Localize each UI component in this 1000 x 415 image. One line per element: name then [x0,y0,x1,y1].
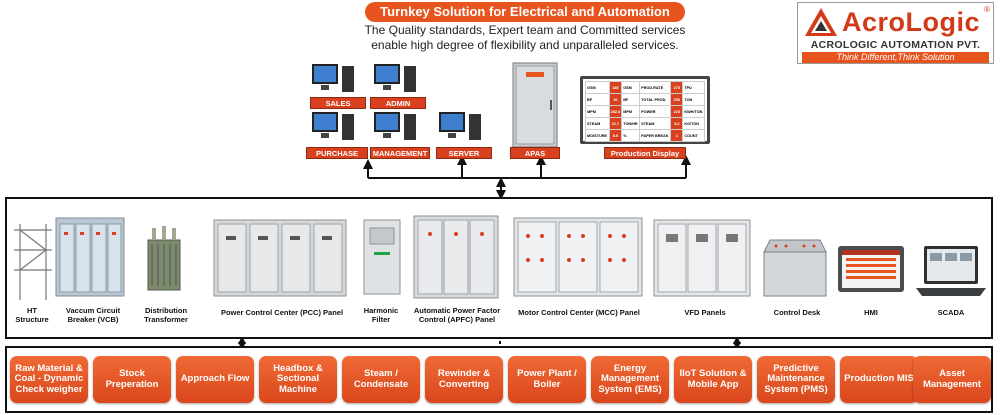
display-cell: TON [682,93,705,106]
control-desk-icon [763,239,827,297]
display-cell: 275 [670,81,684,94]
sales-tag: SALES [310,97,366,109]
vfd-panels-icon [653,219,751,297]
tagline-line-2: enable high degree of flexibility and un… [371,38,679,52]
solution-steam-condensate-button[interactable]: Steam / Condensate [342,356,420,403]
purchase-computer-icon [312,112,354,140]
pcc-panel-icon [213,219,347,297]
logo-slogan: Think Different,Think Solution [802,52,989,63]
solution-pms-button[interactable]: Predictive Maintenance System (PMS) [757,356,835,403]
scada-label: SCADA [937,308,965,317]
acrologic-logo: AcroLogic ® ACROLOGIC AUTOMATION PVT. LT… [797,2,994,64]
display-cell: % [621,129,641,142]
logo-registered-mark: ® [984,5,990,14]
tagline: The Quality standards, Expert team and C… [362,23,688,53]
transformer-icon [147,226,181,291]
display-cell: 223 [670,105,684,118]
vfd-label: VFD Panels [684,308,726,317]
display-cell: MPM [585,105,610,118]
production-display-tag: Production Display [604,147,686,159]
purchase-tag: PURCHASE [306,147,368,159]
display-cell: GSM [621,81,641,94]
display-cell: TON/HR [621,117,641,130]
display-cell: TPD [682,81,705,94]
harmonic-filter-icon [363,219,401,295]
solution-raw-material-button[interactable]: Raw Material & Coal - Dynamic Check weig… [10,356,88,403]
title-banner: Turnkey Solution for Electrical and Auto… [365,2,685,39]
display-cell: PAPER BREAK [639,129,672,142]
display-cell: POWER [639,105,672,118]
scada-laptop-icon [916,246,986,296]
display-cell: 21.7 [608,117,623,130]
display-cell: STEAM [585,117,610,130]
admin-tag: ADMIN [370,97,426,109]
triangle-logo-icon [805,8,837,36]
apfc-label: Automatic Power Factor Control (APFC) Pa… [413,306,501,324]
apas-cabinet-icon [512,62,558,148]
display-cell: MOISTURE [585,129,610,142]
display-cell: 250 [670,93,684,106]
sales-computer-icon [312,64,354,92]
display-cell: 282.5 [608,105,623,118]
mcc-panel-icon [513,217,643,297]
display-cell: 8.0 [608,129,623,142]
vcb-panel-icon [55,217,125,297]
solution-rewinder-button[interactable]: Rewinder & Converting [425,356,503,403]
display-cell: BF [621,93,641,106]
control-desk-label: Control Desk [773,308,821,317]
management-tag: MANAGEMENT [370,147,430,159]
display-cell: KWH/TON [682,105,705,118]
display-cell: BF [585,93,610,106]
display-cell: KG/TON [682,117,705,130]
tagline-line-1: The Quality standards, Expert team and C… [364,23,686,37]
solution-power-plant-button[interactable]: Power Plant / Boiler [508,356,586,403]
logo-brand: AcroLogic [842,7,981,37]
display-cell: MPM [621,105,641,118]
apas-tag: APAS [510,147,560,159]
display-cell: TOTAL PROD. [639,93,672,106]
display-cell: 20 [608,93,623,106]
server-computer-icon [439,112,481,140]
display-cell: COUNT [682,129,705,142]
ht-structure-icon [14,224,52,300]
display-cell: 1 [670,129,684,142]
display-cell: 180 [608,81,623,94]
mcc-label: Motor Control Center (MCC) Panel [518,308,640,317]
vcb-label: Vaccum Circuit Breaker (VCB) [65,306,121,324]
management-computer-icon [374,112,416,140]
pcc-label: Power Control Center (PCC) Panel [220,308,344,317]
solution-headbox-button[interactable]: Headbox & Sectional Machine [259,356,337,403]
ht-structure-label: HT Structure [15,306,49,324]
admin-computer-icon [374,64,416,92]
solution-asset-management-button[interactable]: Asset Management [913,356,991,403]
solution-ems-button[interactable]: Energy Management System (EMS) [591,356,669,403]
hmi-label: HMI [864,308,878,317]
display-cell: STEAM [639,117,672,130]
display-cell: GSM [585,81,610,94]
harmonic-filter-label: Harmonic Filter [363,306,399,324]
hmi-screen-icon [838,246,904,292]
transformer-label: Distribution Transformer [144,306,188,324]
apfc-panel-icon [413,215,499,299]
solution-approach-flow-button[interactable]: Approach Flow [176,356,254,403]
display-cell: PROD.RATE [639,81,672,94]
solution-production-mis-button[interactable]: Production MIS [840,356,918,403]
solution-iiot-button[interactable]: IIoT Solution & Mobile App [674,356,752,403]
solution-stock-preparation-button[interactable]: Stock Preperation [93,356,171,403]
display-cell: 5.2 [670,117,684,130]
server-tag: SERVER [436,147,492,159]
